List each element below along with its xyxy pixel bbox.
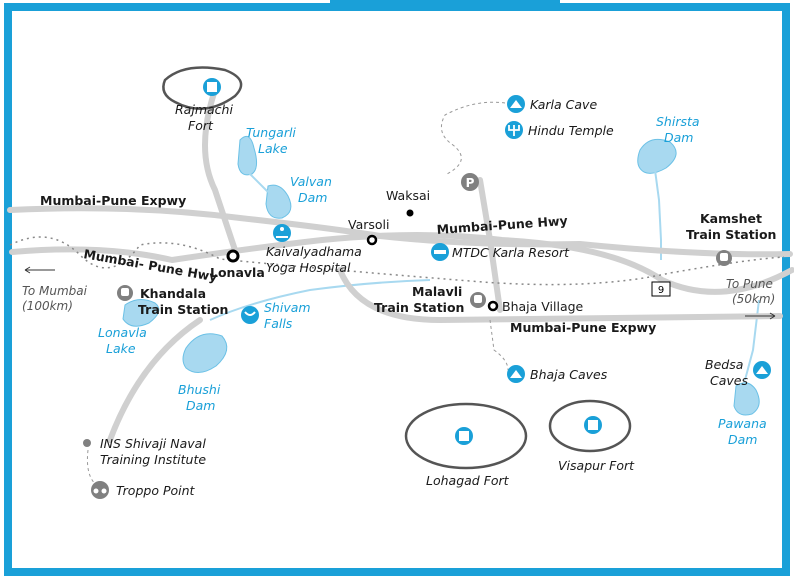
bhaja-caves-label: Bhaja Caves [530,367,608,382]
arrow-to-pune [745,312,776,320]
bhaja-village-label: Bhaja Village [502,299,584,314]
pawana-dam [733,382,760,416]
mumbai-pune-expwy-east [337,267,783,324]
road-bhaja [477,177,503,313]
fort-icon-lohagad [455,427,473,445]
road-rajmachi [202,87,238,253]
to-mumbai-label: To Mumbai(100km) [22,284,88,313]
valvan-dam [265,184,292,219]
shirsta-dam [637,138,677,174]
fort-icon-visapur [584,416,602,434]
hindu-temple-label: Hindu Temple [528,123,614,138]
expwy-east-label: Mumbai-Pune Expwy [510,320,656,335]
expwy-west-label: Mumbai-Pune Expwy [40,193,186,208]
svg-text:P: P [466,176,475,190]
black-dots [83,209,499,447]
road-shivaji [107,317,203,443]
visapur-fort-outline [548,399,632,453]
railway [9,236,785,286]
trails [86,101,509,491]
mtdc-label: MTDC Karla Resort [452,245,570,260]
route-shield [651,281,671,297]
parking-icon: P [461,173,479,191]
arrow-to-mumbai [24,266,55,274]
varsoli-label: Varsoli [348,217,390,232]
yoga-icon [273,224,291,242]
cave-icon [507,95,525,113]
fort-outlines [162,66,632,470]
waterfall-icon [241,306,259,324]
route-number: 9 [658,285,664,296]
lohagad-fort-outline [404,402,528,470]
map-top-tab [330,0,560,8]
waksai-label: Waksai [386,188,430,203]
fort-icon [203,78,221,96]
train-icon-kamshet [716,250,732,266]
lohagad-label: Lohagad Fort [426,473,510,488]
water-bodies [122,135,760,416]
trident-icon [505,121,523,139]
cave-icon-bedsa [753,361,771,379]
tungarli-lake [237,135,258,176]
visapur-label: Visapur Fort [558,458,635,473]
hotel-bed-icon [431,243,449,261]
rajmachi-fort-outline [162,66,243,110]
bhushi-dam [182,333,228,373]
troppo-label: Troppo Point [116,483,196,498]
binoculars-icon [91,481,109,499]
lonavla-label: Lonavla [210,265,265,280]
lonavla-lake [122,299,160,327]
train-icon-khandala [117,285,133,301]
train-icon-malavli [470,292,486,308]
to-pune-label: To Pune(50km) [726,277,775,306]
cave-icon-bhaja [507,365,525,383]
karla-cave-label: Karla Cave [530,97,597,112]
